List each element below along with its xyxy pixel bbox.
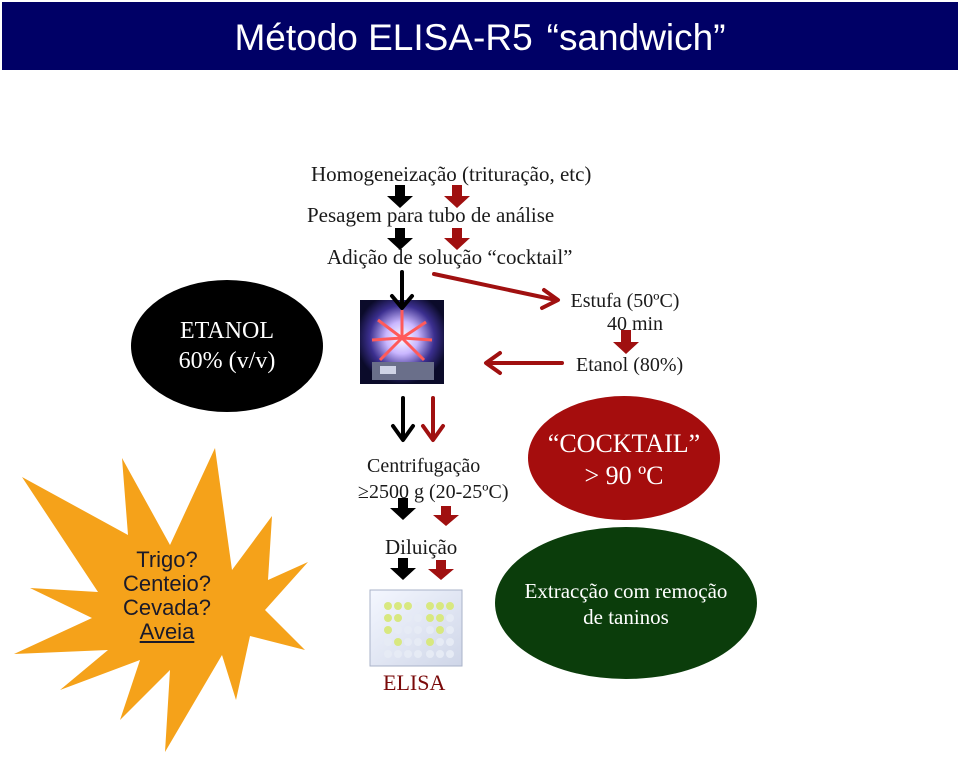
step-elisa: ELISA xyxy=(383,670,446,695)
extraction-label: Extracção com remoção de taninos xyxy=(495,578,757,630)
down-arrow-red xyxy=(444,185,470,208)
step-dilution: Diluição xyxy=(385,535,458,559)
step-oven-line2: 40 min xyxy=(606,313,664,335)
rotator-image xyxy=(360,300,444,384)
slide-title: Método ELISA-R5 “sandwich” xyxy=(2,2,958,70)
step-oven-line1: Estufa (50ºC) xyxy=(570,290,680,312)
down-arrow-red xyxy=(444,228,470,250)
line-arrow-red xyxy=(421,396,445,442)
red-arrows xyxy=(428,185,639,580)
title-banner: Método ELISA-R5 “sandwich” xyxy=(2,2,958,70)
black-arrows xyxy=(387,185,416,580)
line-arrow-black xyxy=(390,270,414,310)
down-arrow-red xyxy=(613,330,639,354)
cocktail-line2: > 90 ºC xyxy=(584,461,664,490)
line-arrow-black xyxy=(391,396,415,442)
step-weighing: Pesagem para tubo de análise xyxy=(307,203,555,227)
cocktail-line1: “COCKTAIL” xyxy=(547,429,701,458)
down-arrow-red xyxy=(433,506,459,526)
down-arrow-black xyxy=(390,498,416,520)
down-arrow-red xyxy=(428,560,454,580)
elisa-plate-image xyxy=(369,589,463,667)
ethanol-line1: ETANOL xyxy=(179,318,275,344)
ethanol-label: ETANOL 60% (v/v) xyxy=(131,316,323,376)
star-line3: Cevada? xyxy=(122,595,212,620)
line-arrows xyxy=(390,270,564,442)
cocktail-label: “COCKTAIL” > 90 ºC xyxy=(528,428,720,492)
extraction-ellipse xyxy=(495,527,757,679)
step-addition: Adição de solução “cocktail” xyxy=(327,245,573,269)
down-arrow-black xyxy=(387,228,413,250)
extraction-line1: Extracção com remoção xyxy=(524,579,728,603)
step-centrifugation-line2: ≥2500 g (20-25ºC) xyxy=(358,481,509,503)
extraction-line2: de taninos xyxy=(583,605,669,629)
down-arrow-black xyxy=(387,185,413,208)
line-arrow-red-ethanol xyxy=(484,351,564,375)
line-arrow-red-oven xyxy=(432,272,560,310)
step-ethanol80: Etanol (80%) xyxy=(576,354,684,376)
cocktail-ellipse xyxy=(528,396,720,520)
star-line2: Centeio? xyxy=(122,571,212,596)
ethanol-ellipse xyxy=(131,280,323,412)
star-line4: Aveia xyxy=(139,619,195,644)
down-arrow-black xyxy=(390,558,416,580)
title-italic: “sandwich” xyxy=(546,17,726,58)
cereal-star-shape xyxy=(14,448,308,752)
step-homogenization: Homogeneização (trituração, etc) xyxy=(311,162,592,186)
ethanol-line2: 60% (v/v) xyxy=(178,348,276,374)
title-main: Método ELISA-R5 xyxy=(234,17,533,58)
star-line1: Trigo? xyxy=(136,547,198,572)
step-centrifugation-line1: Centrifugação xyxy=(367,455,481,477)
cereal-star-label: Trigo? Centeio? Cevada? Aveia xyxy=(92,548,242,644)
